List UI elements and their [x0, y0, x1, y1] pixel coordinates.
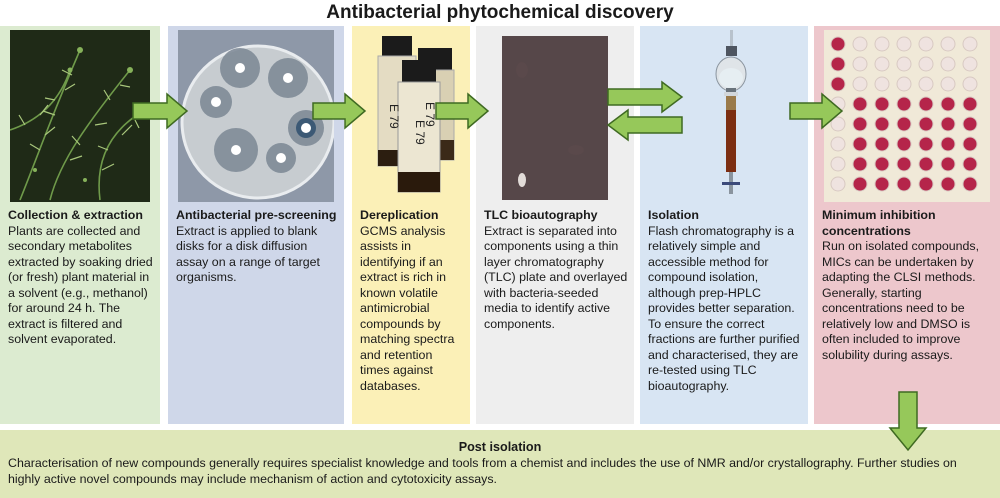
microplate-well	[874, 136, 890, 152]
microplate-well	[852, 56, 868, 72]
microplate-well	[830, 116, 846, 132]
microplate-well	[918, 76, 934, 92]
flash-column-photo	[650, 30, 798, 202]
panel-collection: Collection & extraction Plants are colle…	[0, 26, 160, 424]
microplate-well	[962, 36, 978, 52]
microplate-well	[896, 36, 912, 52]
microplate-well	[830, 76, 846, 92]
microplate-well	[962, 176, 978, 192]
microplate-well	[940, 176, 956, 192]
microplate-well	[962, 116, 978, 132]
post-isolation-heading: Post isolation	[458, 440, 542, 454]
screening-text: Extract is applied to blank disks for a …	[176, 223, 320, 285]
microplate-well	[918, 176, 934, 192]
microplate-well	[940, 76, 956, 92]
microplate-well	[830, 176, 846, 192]
microplate-well	[962, 156, 978, 172]
microplate-well	[918, 156, 934, 172]
microplate-well	[874, 36, 890, 52]
vial-label-back-left: E 79	[387, 104, 401, 129]
post-isolation-box: Post isolation Characterisation of new c…	[0, 430, 1000, 498]
arrow-mic-to-post-isolation	[888, 390, 928, 452]
microplate-well	[940, 116, 956, 132]
microplate-well	[852, 76, 868, 92]
microplate-well	[940, 56, 956, 72]
microplate-well	[918, 56, 934, 72]
post-isolation-text: Characterisation of new compounds genera…	[8, 456, 957, 486]
microplate-well	[896, 76, 912, 92]
microplate-well	[830, 36, 846, 52]
petri-dish-photo	[178, 30, 334, 202]
tlc-heading: TLC bioautography	[484, 208, 598, 222]
microplate-well	[852, 96, 868, 112]
panel-dereplication: E 79 E 79 E 79 Dereplication GCMS analys…	[352, 26, 470, 424]
microplate-well	[918, 36, 934, 52]
microplate-well	[962, 56, 978, 72]
arrow-isolation-to-tlc	[606, 108, 684, 142]
isolation-text: Flash chromatography is a relatively sim…	[648, 223, 800, 393]
microplate-well	[852, 116, 868, 132]
microplate-well	[874, 156, 890, 172]
panel-mic: Minimum inhibition concentrations Run on…	[814, 26, 1000, 424]
microplate-well	[962, 136, 978, 152]
vials-photo: E 79 E 79 E 79	[362, 30, 460, 202]
arrow-dereplication-to-tlc	[434, 92, 490, 130]
microplate-well	[896, 96, 912, 112]
microplate-well	[830, 136, 846, 152]
panel-tlc: TLC bioautography Extract is separated i…	[476, 26, 634, 424]
vial-label-back-right: E 79	[423, 102, 437, 127]
microplate-well	[896, 56, 912, 72]
collection-heading: Collection & extraction	[8, 208, 143, 222]
microplate-well	[852, 136, 868, 152]
microplate-well	[962, 76, 978, 92]
mic-text: Run on isolated compounds, MICs can be u…	[822, 239, 980, 362]
panel-screening: Antibacterial pre-screening Extract is a…	[168, 26, 344, 424]
microplate-well	[874, 56, 890, 72]
microplate-well	[830, 56, 846, 72]
microplate-well	[940, 96, 956, 112]
microplate-well	[852, 36, 868, 52]
microplate-well	[896, 156, 912, 172]
screening-heading: Antibacterial pre-screening	[176, 208, 337, 222]
microplate-well	[874, 176, 890, 192]
arrow-collection-to-screening	[131, 92, 189, 130]
isolation-heading: Isolation	[648, 208, 699, 222]
diagram-title: Antibacterial phytochemical discovery	[326, 2, 674, 23]
microplate-well	[918, 96, 934, 112]
microplate-well	[940, 136, 956, 152]
microplate-well	[896, 176, 912, 192]
microplate-photo	[824, 30, 990, 202]
microplate-well	[874, 96, 890, 112]
microplate-well	[962, 96, 978, 112]
microplate-well	[852, 156, 868, 172]
vial-label-front: E 79	[413, 120, 427, 145]
mic-heading: Minimum inhibition concentrations	[822, 208, 936, 238]
microplate-well	[852, 176, 868, 192]
microplate-well	[896, 136, 912, 152]
microplate-well	[830, 156, 846, 172]
tlc-text: Extract is separated into components usi…	[484, 223, 628, 331]
microplate-well	[874, 76, 890, 92]
arrow-isolation-to-mic	[788, 92, 844, 130]
dereplication-heading: Dereplication	[360, 208, 439, 222]
microplate-well	[918, 116, 934, 132]
microplate-well	[874, 116, 890, 132]
dereplication-text: GCMS analysis assists in identifying if …	[360, 223, 455, 393]
microplate-well	[918, 136, 934, 152]
collection-text: Plants are collected and secondary metab…	[8, 223, 153, 347]
microplate-well	[940, 156, 956, 172]
microplate-well	[896, 116, 912, 132]
arrow-tlc-to-isolation	[606, 80, 684, 114]
arrow-screening-to-dereplication	[311, 92, 367, 130]
tlc-plate-photo	[486, 30, 624, 202]
plant-photo	[10, 30, 150, 202]
microplate-well	[940, 36, 956, 52]
